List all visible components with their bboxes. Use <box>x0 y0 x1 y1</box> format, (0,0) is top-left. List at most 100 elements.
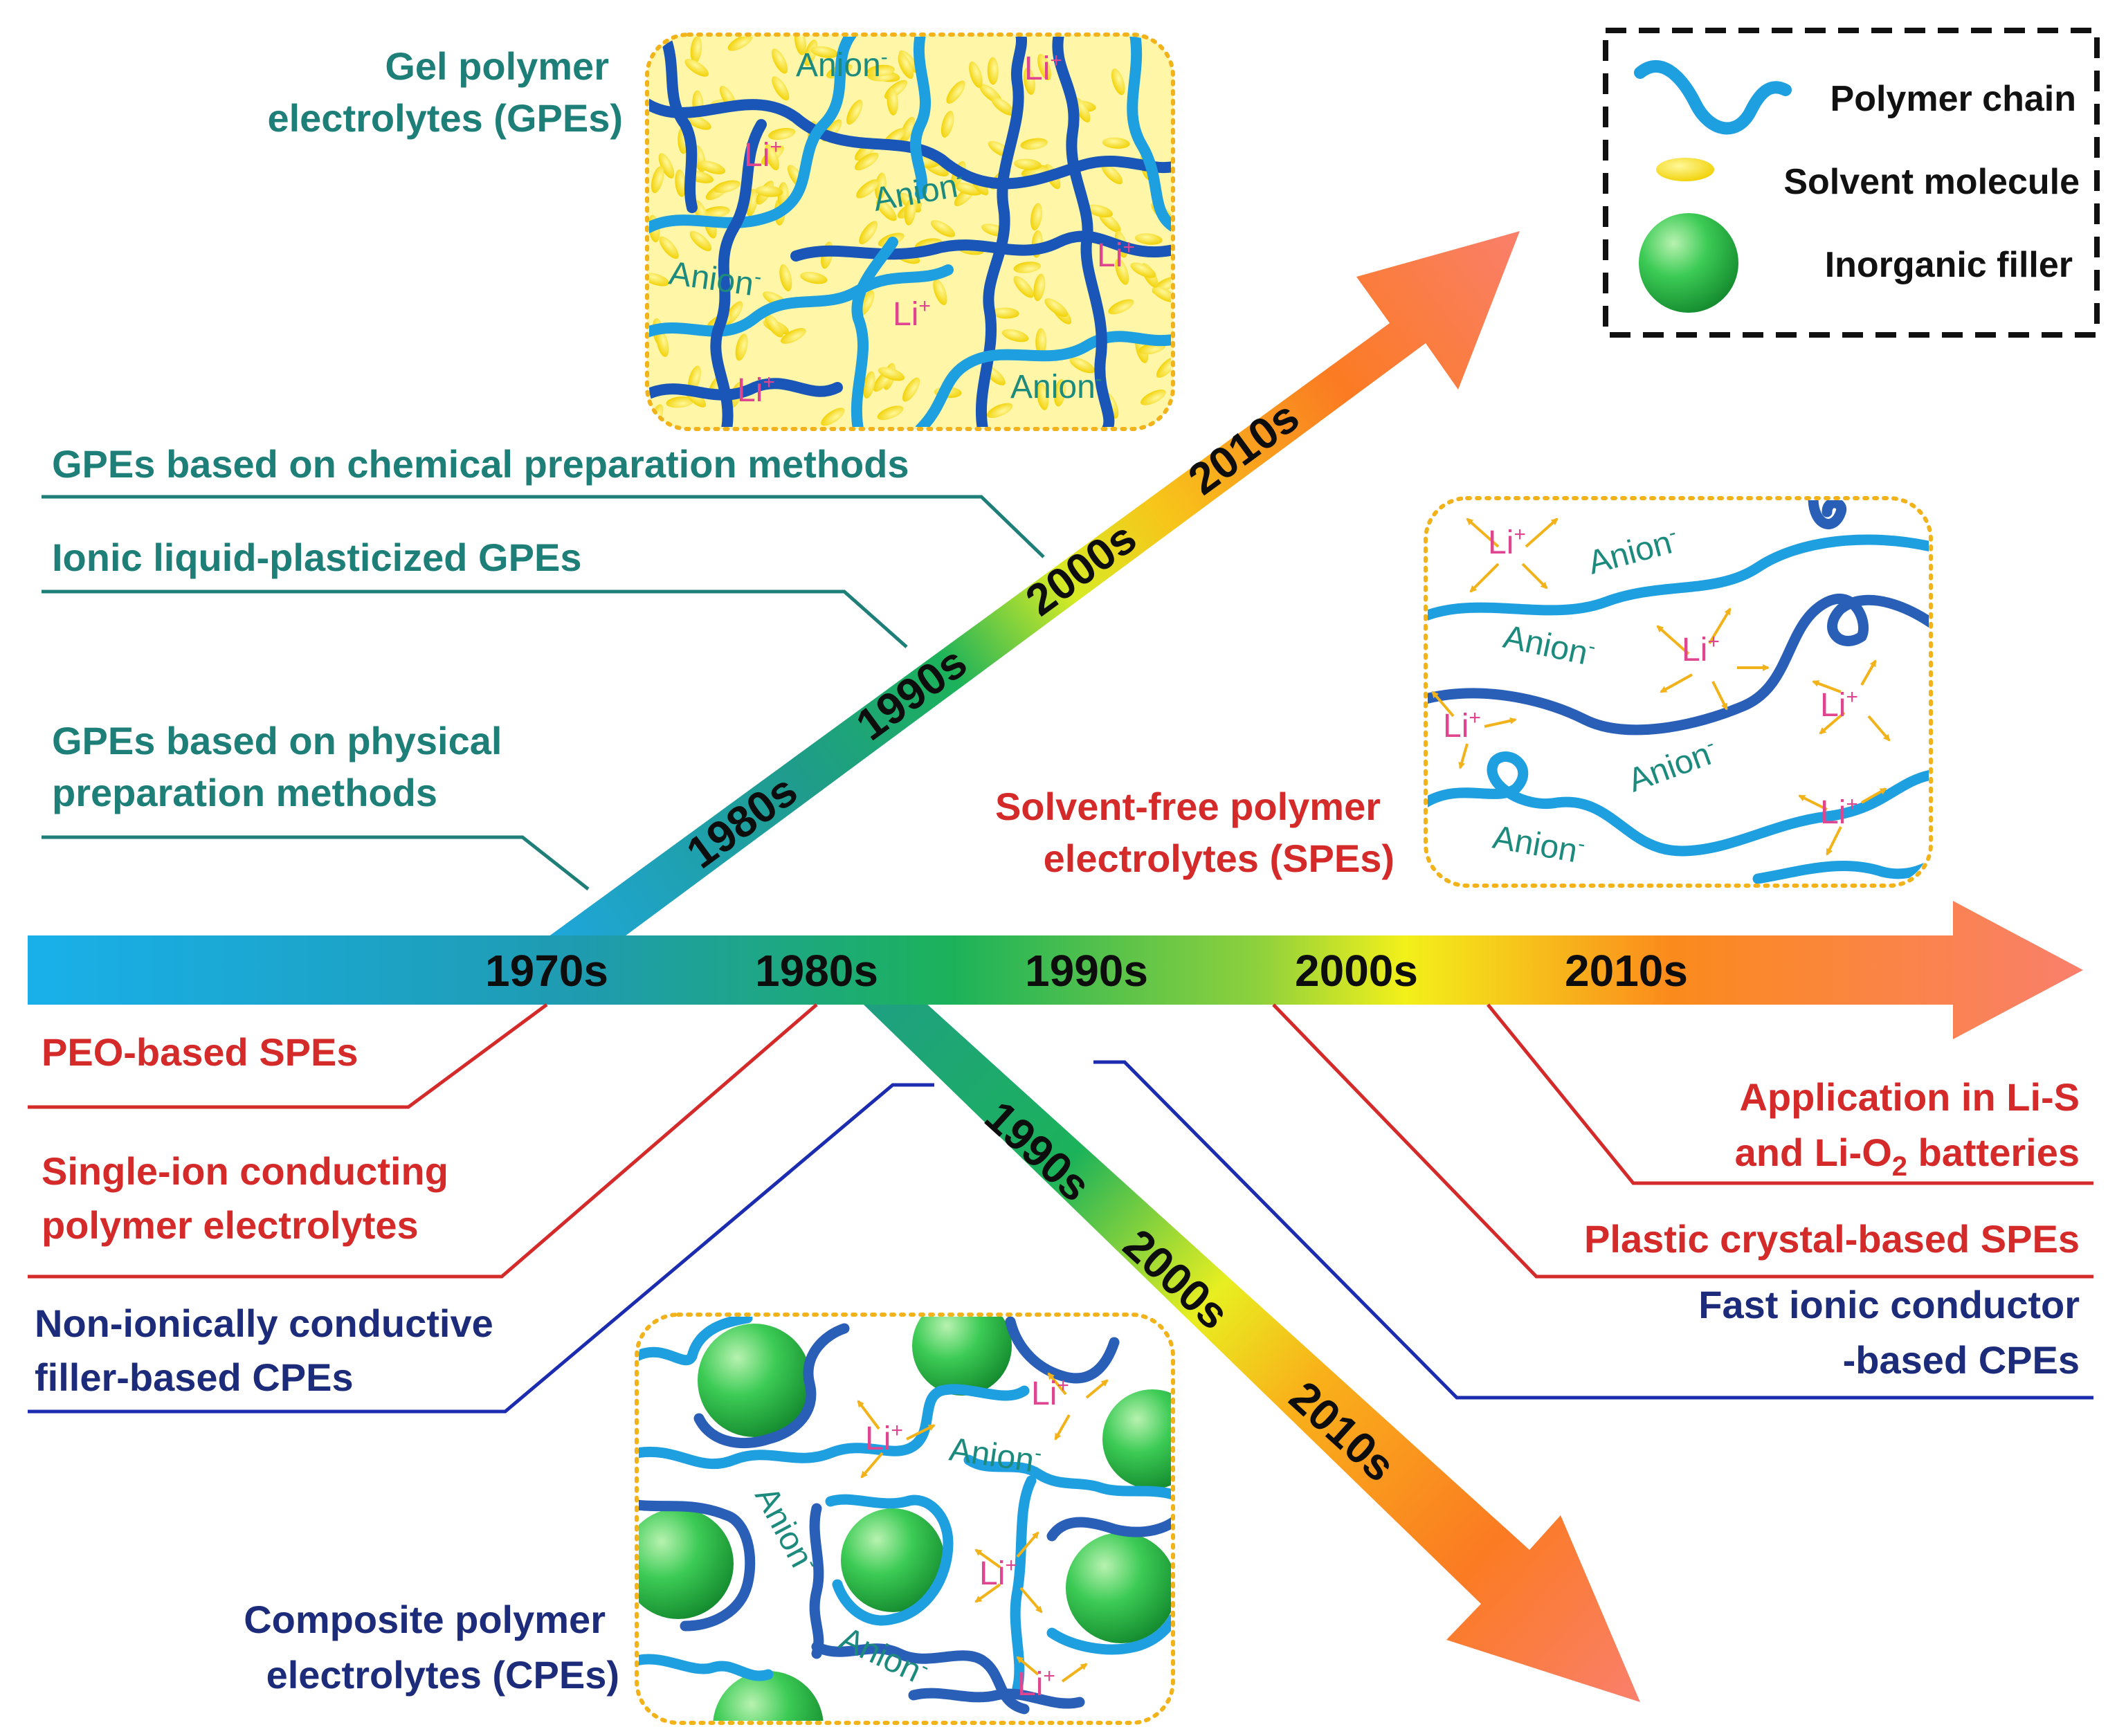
solvent-molecule-icon <box>1030 203 1042 230</box>
gpe-schematic: Anion- Li+ Li+ Anion- Anion- Li+ Li+ Li+… <box>645 33 1175 431</box>
solvent-molecule-icon <box>930 220 956 237</box>
solvent-molecule-icon <box>684 59 709 77</box>
application-label-line1: Application in Li-S <box>1739 1075 2080 1119</box>
gpe-li-label-3: Li+ <box>1097 236 1135 274</box>
solvent-molecule-icon <box>1020 138 1048 150</box>
main-arrow-shape <box>28 901 2083 1039</box>
solvent-molecule-icon <box>1014 158 1042 170</box>
solvent-molecule-icon <box>768 127 796 140</box>
application-label-line2: and Li-O2 batteries <box>1735 1131 2080 1182</box>
gpe-anion-label-4: Anion- <box>1010 367 1102 405</box>
solvent-molecule-icon <box>941 111 954 138</box>
gpe-title-line1: Gel polymer <box>385 44 609 88</box>
connector-gpe-ionic-liquid <box>42 590 908 648</box>
spe-li-label-4: Li+ <box>1820 686 1858 724</box>
solvent-molecule-icon <box>735 334 748 361</box>
solvent-molecule-icon <box>685 114 711 130</box>
solvent-molecule-icon <box>867 64 895 77</box>
solvent-molecule-icon <box>856 179 880 199</box>
fast-ionic-label-line1: Fast ionic conductor <box>1698 1283 2080 1326</box>
solvent-molecule-icon <box>862 371 875 399</box>
connector-peo <box>28 1003 548 1109</box>
connector-lines <box>28 495 2093 1414</box>
solvent-molecule-icon <box>875 172 887 201</box>
solvent-molecule-icon <box>1115 258 1129 285</box>
solvent-molecule-icon <box>1033 273 1046 302</box>
gpe-li-label-2: Li+ <box>744 136 782 174</box>
spe-labels: Solvent-free polymer electrolytes (SPEs)… <box>42 785 2080 1261</box>
main-decade-label-1990s: 1990s <box>1025 946 1148 996</box>
solvent-molecule-icon <box>727 37 753 51</box>
solvent-molecule-icon <box>887 87 898 116</box>
gpe-physical-label-line1: GPEs based on physical <box>52 719 502 762</box>
solvent-molecule-icon <box>689 230 712 252</box>
peo-label: PEO-based SPEs <box>42 1030 358 1074</box>
gpe-chemical-label: GPEs based on chemical preparation metho… <box>52 442 909 486</box>
connector-application <box>1487 1003 2093 1185</box>
solvent-molecule-icon <box>846 100 863 125</box>
solvent-molecule-icon <box>649 273 670 286</box>
gpe-li-label-5: Li+ <box>737 371 775 409</box>
non-ionic-label-line1: Non-ionically conductive <box>35 1301 493 1345</box>
solvent-molecule-icon <box>1013 275 1034 298</box>
solvent-molecule-icon <box>772 76 790 101</box>
connector-plastic-crystal <box>1272 1003 2093 1279</box>
gpe-title-line2: electrolytes (GPEs) <box>267 96 623 140</box>
solvent-molecule-icon <box>772 48 788 74</box>
solvent-molecule-icon <box>803 39 818 66</box>
solvent-molecule-icon <box>904 198 916 226</box>
solvent-molecule-icon <box>1152 286 1171 303</box>
legend-label-solvent-molecule: Solvent molecule <box>1783 162 2080 202</box>
gpe-anion-label-1: Anion- <box>796 46 888 84</box>
fast-ionic-label-line2: -based CPEs <box>1843 1338 2080 1382</box>
upper-decade-label-2010s: 2010s <box>1179 392 1308 504</box>
cpe-title-line1: Composite polymer <box>244 1598 606 1641</box>
gpe-ionic-liquid-label: Ionic liquid-plasticized GPEs <box>52 536 581 579</box>
legend-label-polymer-chain: Polymer chain <box>1830 79 2076 119</box>
single-ion-label-line1: Single-ion conducting <box>42 1149 448 1193</box>
gpe-labels: Gel polymer electrolytes (GPEs) GPEs bas… <box>52 44 909 814</box>
solvent-molecule-icon <box>987 57 999 85</box>
solvent-molecule-icon <box>1108 299 1134 315</box>
cpe-li-label-4: Li+ <box>1017 1665 1055 1703</box>
solvent-molecule-icon <box>1134 233 1163 245</box>
solvent-molecule-icon <box>810 46 839 58</box>
gpe-li-label-4: Li+ <box>893 295 931 333</box>
main-decade-label-2010s: 2010s <box>1565 946 1688 996</box>
inorganic-filler-icon <box>1639 213 1738 313</box>
solvent-molecule-icon <box>859 221 878 245</box>
solvent-molecule-icon <box>878 367 905 381</box>
solvent-molecule-icon <box>854 152 879 171</box>
solvent-molecule-icon <box>1101 163 1123 185</box>
solvent-molecule-icon <box>659 236 679 259</box>
solvent-molecule-icon <box>1013 262 1042 273</box>
upper-decade-label-1990s: 1990s <box>847 637 976 750</box>
upper-decade-label-2000s: 2000s <box>1017 513 1145 625</box>
solvent-molecule-icon <box>933 279 947 305</box>
solvent-molecule-icon <box>1023 67 1035 95</box>
solvent-molecule-icon <box>666 396 694 408</box>
solvent-molecule-icon <box>821 408 845 426</box>
main-decade-label-1970s: 1970s <box>485 946 608 996</box>
solvent-molecule-icon <box>986 403 1013 419</box>
solvent-molecule-icon <box>755 185 783 197</box>
solvent-molecule-icon <box>1044 298 1069 318</box>
gpe-li-label-1: Li+ <box>1024 49 1062 87</box>
cpe-title-line2: electrolytes (CPEs) <box>266 1653 619 1697</box>
solvent-molecule-icon <box>765 313 783 338</box>
solvent-molecule-icon <box>991 97 1015 116</box>
solvent-molecule-icon <box>1036 383 1049 410</box>
solvent-molecule-icon <box>713 180 741 193</box>
solvent-molecule-icon <box>991 307 1019 319</box>
main-decade-label-1980s: 1980s <box>755 946 878 996</box>
cpe-li-label-2: Li+ <box>865 1419 903 1457</box>
solvent-molecule-icon <box>1037 53 1051 81</box>
solvent-molecule-icon <box>902 377 920 402</box>
cpe-labels: Composite polymer electrolytes (CPEs) No… <box>35 1283 2080 1697</box>
solvent-molecule-icon <box>1069 357 1096 374</box>
spe-title-line1: Solvent-free polymer <box>995 785 1381 828</box>
solvent-molecule-icon <box>1130 262 1156 278</box>
upper-arrow-shape <box>533 231 1520 948</box>
connector-gpe-physical <box>42 835 590 890</box>
